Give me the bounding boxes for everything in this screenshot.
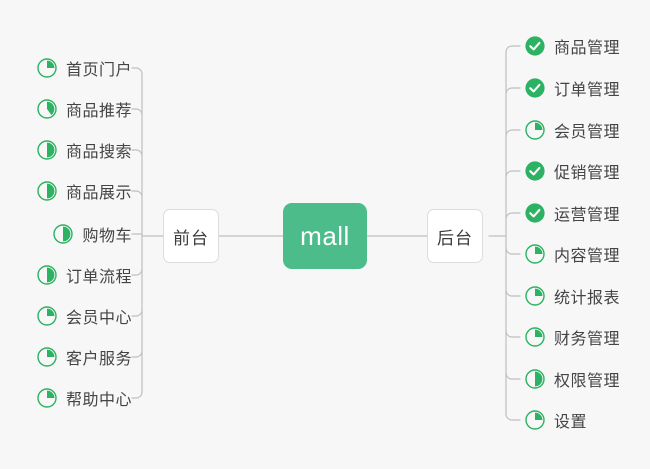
back-item-2-label: 订单管理 <box>554 82 621 99</box>
pie-progress-icon <box>524 409 546 431</box>
front-item-5[interactable]: 购物车 <box>52 219 132 249</box>
check-circle-icon <box>524 202 546 224</box>
front-item-3[interactable]: 商品搜索 <box>36 135 132 165</box>
pie-progress-icon <box>52 223 74 245</box>
branch-node-front[interactable]: 前台 <box>163 209 219 263</box>
front-item-2[interactable]: 商品推荐 <box>36 94 132 124</box>
back-item-4-label: 促销管理 <box>554 165 621 182</box>
front-item-4-label: 商品展示 <box>65 185 132 202</box>
back-item-3[interactable]: 会员管理 <box>524 115 620 145</box>
check-circle-icon <box>524 160 546 182</box>
pie-progress-icon <box>36 98 58 120</box>
front-item-6-label: 订单流程 <box>65 269 132 286</box>
back-item-6-label: 内容管理 <box>554 248 621 265</box>
back-item-7[interactable]: 统计报表 <box>524 281 620 311</box>
back-item-10-label: 设置 <box>554 414 588 431</box>
back-item-6[interactable]: 内容管理 <box>524 239 620 269</box>
root-node-mall[interactable]: mall <box>283 203 367 269</box>
pie-progress-icon <box>524 243 546 265</box>
back-item-1[interactable]: 商品管理 <box>524 31 620 61</box>
pie-progress-icon <box>36 346 58 368</box>
front-item-5-label: 购物车 <box>82 228 132 245</box>
root-node-label: mall <box>300 220 350 251</box>
back-item-9[interactable]: 权限管理 <box>524 364 620 394</box>
pie-progress-icon <box>524 368 546 390</box>
back-item-8-label: 财务管理 <box>554 331 621 348</box>
back-item-5[interactable]: 运营管理 <box>524 198 620 228</box>
pie-progress-icon <box>36 57 58 79</box>
back-item-8[interactable]: 财务管理 <box>524 322 620 352</box>
front-item-4[interactable]: 商品展示 <box>36 176 132 206</box>
check-circle-icon <box>524 35 546 57</box>
back-item-7-label: 统计报表 <box>554 290 621 307</box>
front-item-8-label: 客户服务 <box>65 351 132 368</box>
pie-progress-icon <box>36 139 58 161</box>
branch-node-back[interactable]: 后台 <box>427 209 483 263</box>
back-item-3-label: 会员管理 <box>554 124 621 141</box>
front-item-1-label: 首页门户 <box>65 62 132 79</box>
front-item-1[interactable]: 首页门户 <box>36 53 132 83</box>
front-item-3-label: 商品搜索 <box>65 144 132 161</box>
front-item-9[interactable]: 帮助中心 <box>36 383 132 413</box>
pie-progress-icon <box>524 119 546 141</box>
back-item-10[interactable]: 设置 <box>524 405 587 435</box>
back-item-4[interactable]: 促销管理 <box>524 156 620 186</box>
front-item-2-label: 商品推荐 <box>65 103 132 120</box>
back-item-9-label: 权限管理 <box>554 373 621 390</box>
branch-node-front-label: 前台 <box>173 228 209 248</box>
branch-node-back-label: 后台 <box>437 228 473 248</box>
back-item-2[interactable]: 订单管理 <box>524 73 620 103</box>
front-item-6[interactable]: 订单流程 <box>36 260 132 290</box>
pie-progress-icon <box>36 387 58 409</box>
pie-progress-icon <box>36 264 58 286</box>
pie-progress-icon <box>36 305 58 327</box>
front-item-7[interactable]: 会员中心 <box>36 301 132 331</box>
pie-progress-icon <box>36 180 58 202</box>
pie-progress-icon <box>524 326 546 348</box>
pie-progress-icon <box>524 285 546 307</box>
check-circle-icon <box>524 77 546 99</box>
back-item-5-label: 运营管理 <box>554 207 621 224</box>
back-item-1-label: 商品管理 <box>554 40 621 57</box>
front-item-7-label: 会员中心 <box>65 310 132 327</box>
front-item-9-label: 帮助中心 <box>65 392 132 409</box>
front-item-8[interactable]: 客户服务 <box>36 342 132 372</box>
